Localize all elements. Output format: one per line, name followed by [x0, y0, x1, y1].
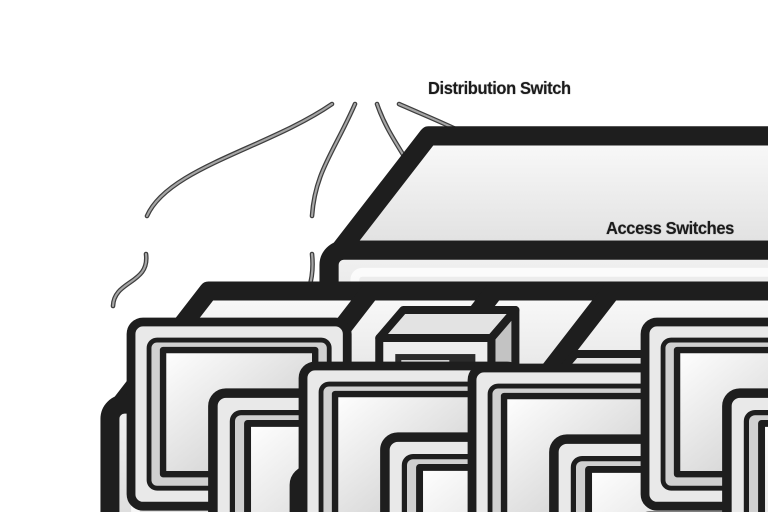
- workstation-group-4: [645, 310, 768, 512]
- cable-distribution-to-access-1: [144, 101, 335, 219]
- cable-access-1-to-group-1: [110, 251, 149, 309]
- distribution-switch-label: Distribution Switch: [428, 79, 571, 99]
- access-switches-label: Access Switches: [606, 219, 734, 239]
- cable-distribution-to-access-2: [309, 101, 358, 219]
